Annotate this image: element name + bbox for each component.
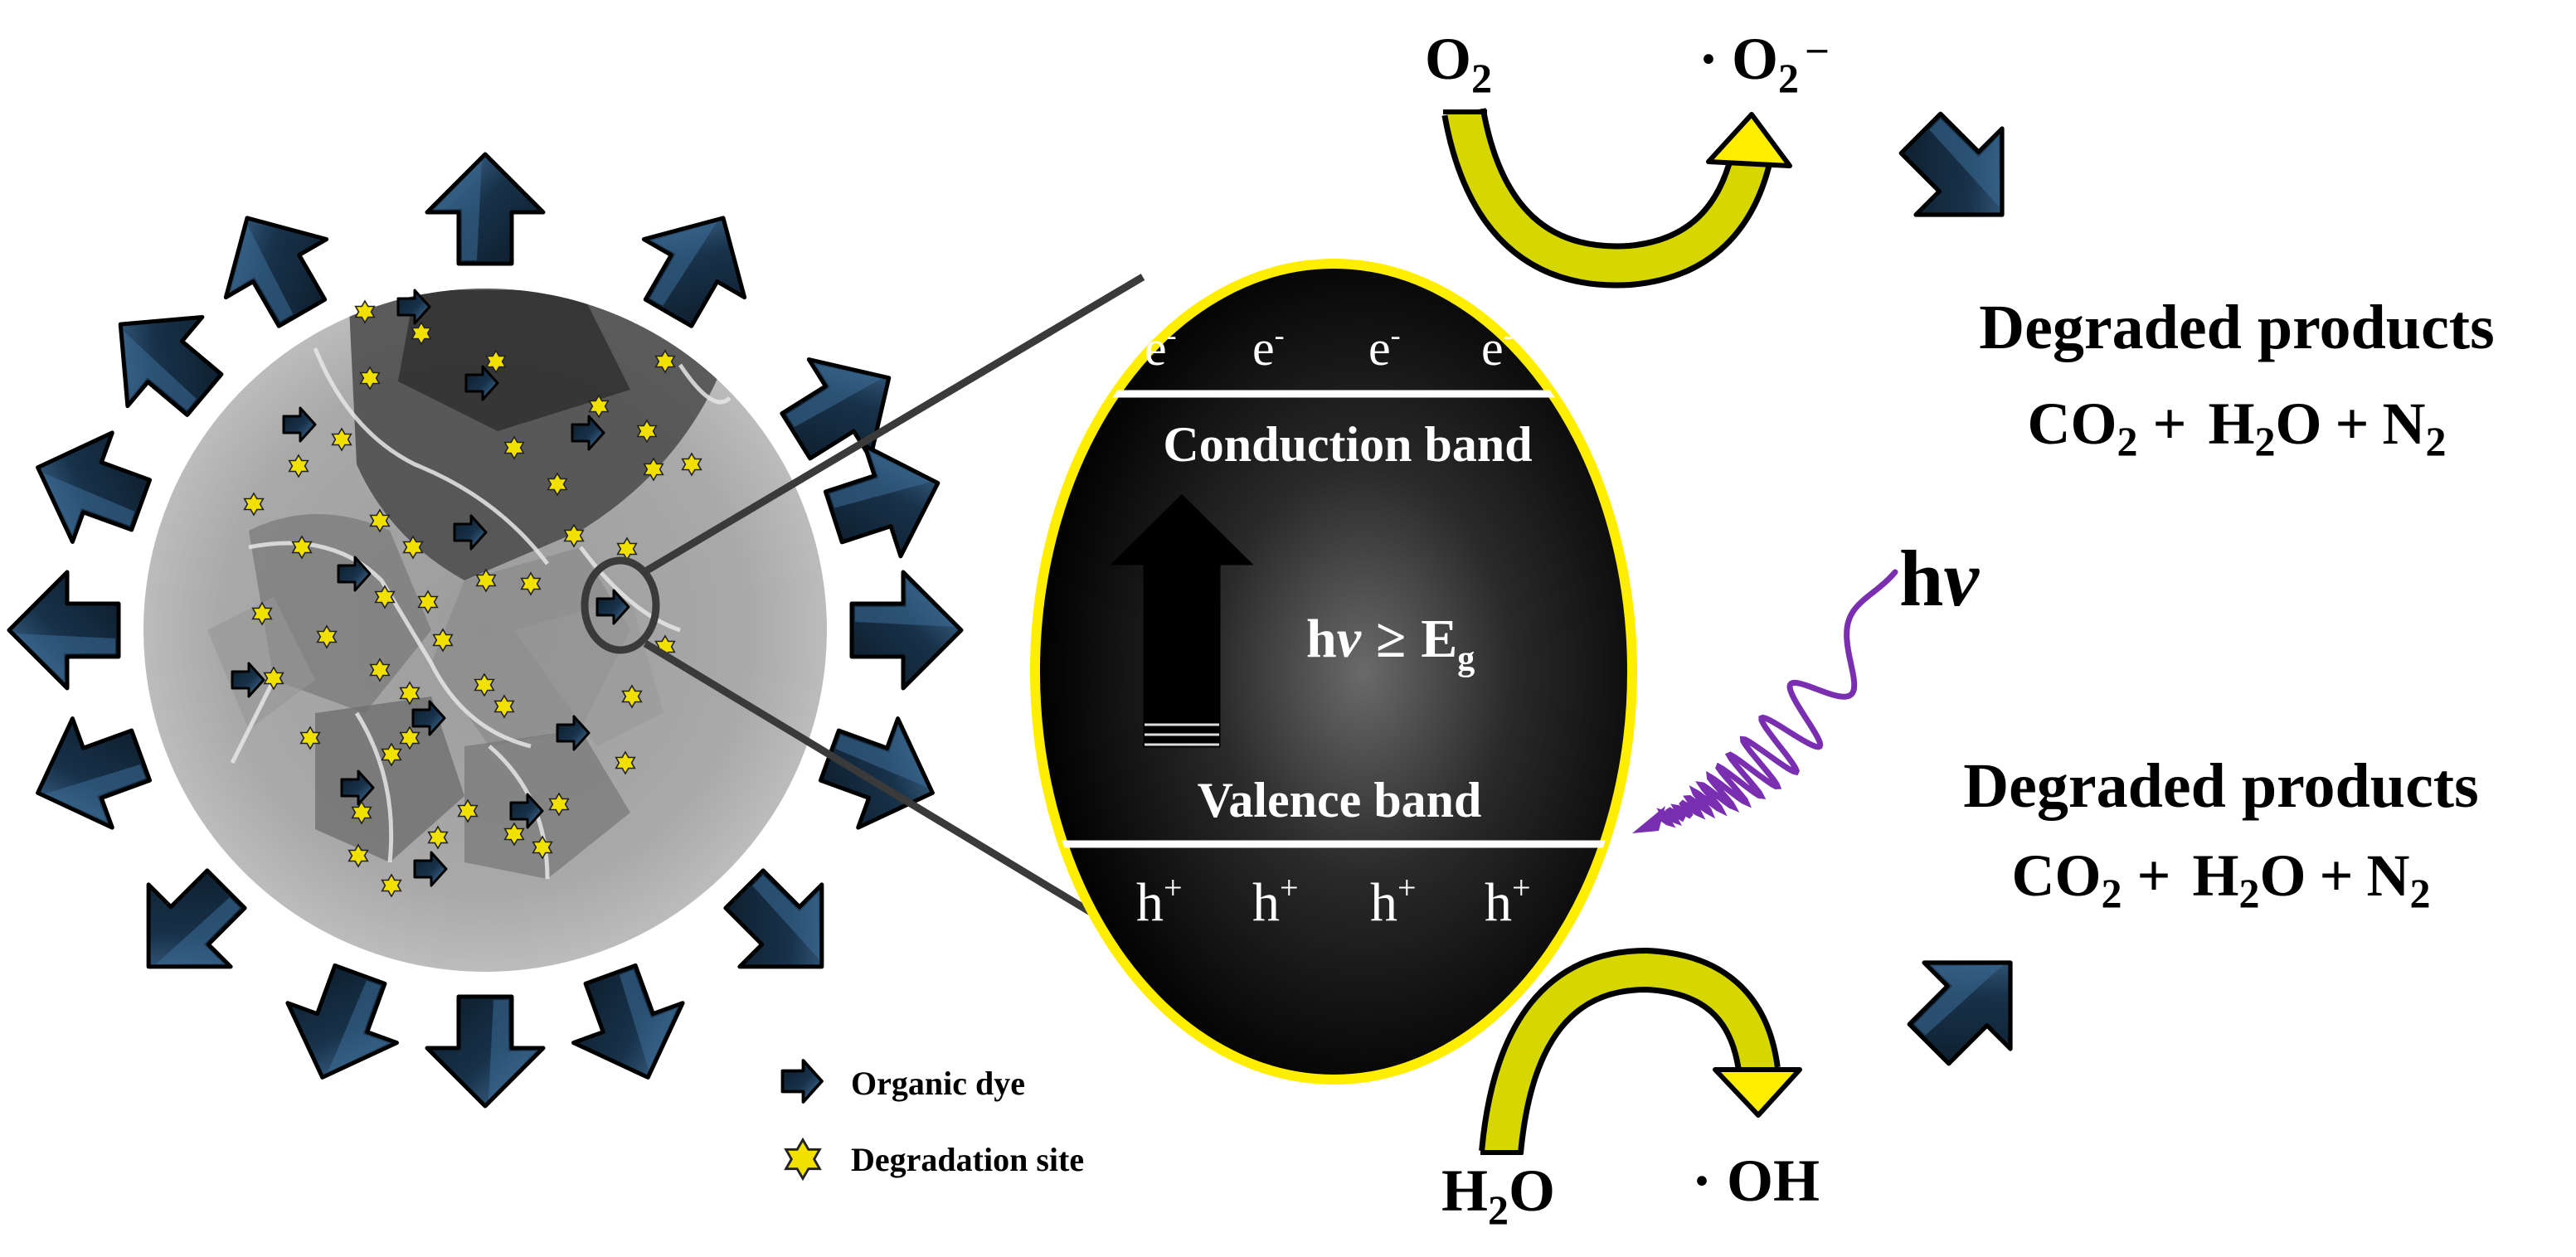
zoom-indicator	[581, 274, 1145, 947]
products-formula-top: CO2+H2O+N2	[2027, 391, 2446, 464]
incoming-dye-arrow	[556, 954, 702, 1097]
electron-4: e-	[1481, 318, 1514, 376]
light-hv-label: hv	[1899, 534, 1980, 623]
degradation-site-icon	[785, 1138, 821, 1180]
legend-degradation-site: Degradation site	[851, 1141, 1084, 1178]
superoxide-product: ·O2–	[1699, 26, 1828, 101]
hole-1: h+	[1136, 869, 1183, 933]
degraded-products-top: Degraded products CO2+H2O+N2	[1979, 293, 2494, 464]
light-photon-wave	[1632, 569, 1898, 833]
hole-labels: h+ h+ h+ h+	[1136, 869, 1531, 933]
incoming-dye-arrow	[703, 848, 863, 1007]
oxygen-reduction-curve-arrow	[1441, 108, 1792, 289]
incoming-dye-arrow	[18, 701, 161, 847]
incoming-dye-arrow	[268, 954, 415, 1097]
products-title-bottom: Degraded products	[1963, 751, 2478, 821]
incoming-dye-arrow	[108, 848, 267, 1007]
incoming-dye-arrow	[852, 572, 961, 688]
electron-1: e-	[1145, 318, 1177, 376]
incoming-dye-arrow	[18, 413, 161, 560]
incoming-dye-arrow	[809, 701, 952, 847]
hole-4: h+	[1485, 869, 1531, 933]
incoming-dye-arrow	[618, 189, 773, 342]
products-arrow-top	[1878, 90, 2045, 258]
incoming-dye-arrow	[816, 428, 956, 572]
incoming-dye-arrow	[427, 997, 543, 1106]
products-formula-bottom: CO2+H2O+N2	[2011, 842, 2430, 916]
o2-reactant: O2	[1425, 26, 1492, 101]
catalyst-particle	[143, 289, 827, 972]
products-title-top: Degraded products	[1979, 293, 2494, 362]
incoming-dye-arrow	[83, 279, 241, 439]
water-oxidation-curve-arrow	[1479, 947, 1802, 1155]
grain-structure	[207, 289, 731, 880]
electron-2: e-	[1252, 318, 1285, 376]
hydroxyl-radical-product: · OH	[1692, 1148, 1820, 1214]
incoming-dye-arrow	[9, 572, 119, 688]
band-gap-label: hv≥Eg	[1306, 609, 1475, 678]
semiconductor-band-ellipse	[1030, 259, 1637, 1085]
degraded-products-bottom: Degraded products CO2+H2O+N2	[1963, 751, 2478, 916]
legend-organic-dye: Organic dye	[851, 1065, 1025, 1102]
legend: Organic dye Degradation site	[780, 1059, 1084, 1180]
organic-dye-icon	[780, 1059, 824, 1104]
hole-3: h+	[1370, 869, 1417, 933]
band-gap-arrow	[1110, 493, 1254, 748]
incoming-dye-arrow	[197, 189, 352, 342]
water-reactant: H2O	[1441, 1158, 1555, 1233]
valence-band-label: Valence band	[1198, 773, 1482, 827]
incoming-dye-arrow	[427, 154, 543, 264]
conduction-band-label: Conduction band	[1163, 417, 1532, 472]
products-arrow-bottom	[1886, 920, 2054, 1087]
electron-3: e-	[1368, 318, 1401, 376]
hole-2: h+	[1252, 869, 1299, 933]
electron-labels: e- e- e- e-	[1145, 318, 1514, 376]
